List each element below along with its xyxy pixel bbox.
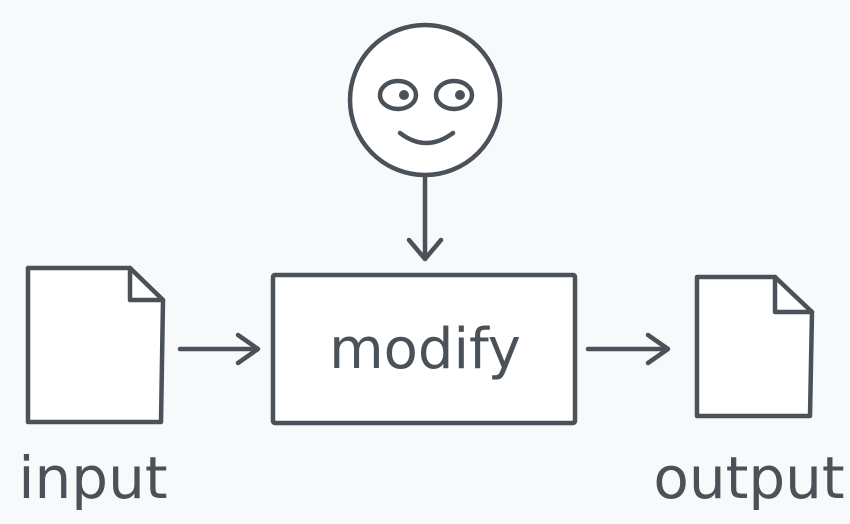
smile	[397, 130, 456, 146]
left-pupil	[399, 90, 409, 100]
process-label: modify	[329, 317, 521, 382]
output-document-icon	[694, 274, 815, 419]
face-outline	[347, 22, 503, 178]
arrow-input-to-modify	[177, 332, 261, 366]
output-label: output	[653, 444, 844, 512]
right-eye	[433, 78, 475, 112]
left-eye	[377, 78, 419, 112]
input-document-icon	[25, 265, 166, 425]
input-label: input	[18, 444, 167, 512]
right-pupil	[455, 90, 465, 100]
modify-process-box: modify	[270, 272, 578, 426]
arrow-modify-to-output	[585, 332, 671, 366]
smiley-face-icon	[347, 22, 503, 178]
arrow-down	[406, 173, 444, 262]
